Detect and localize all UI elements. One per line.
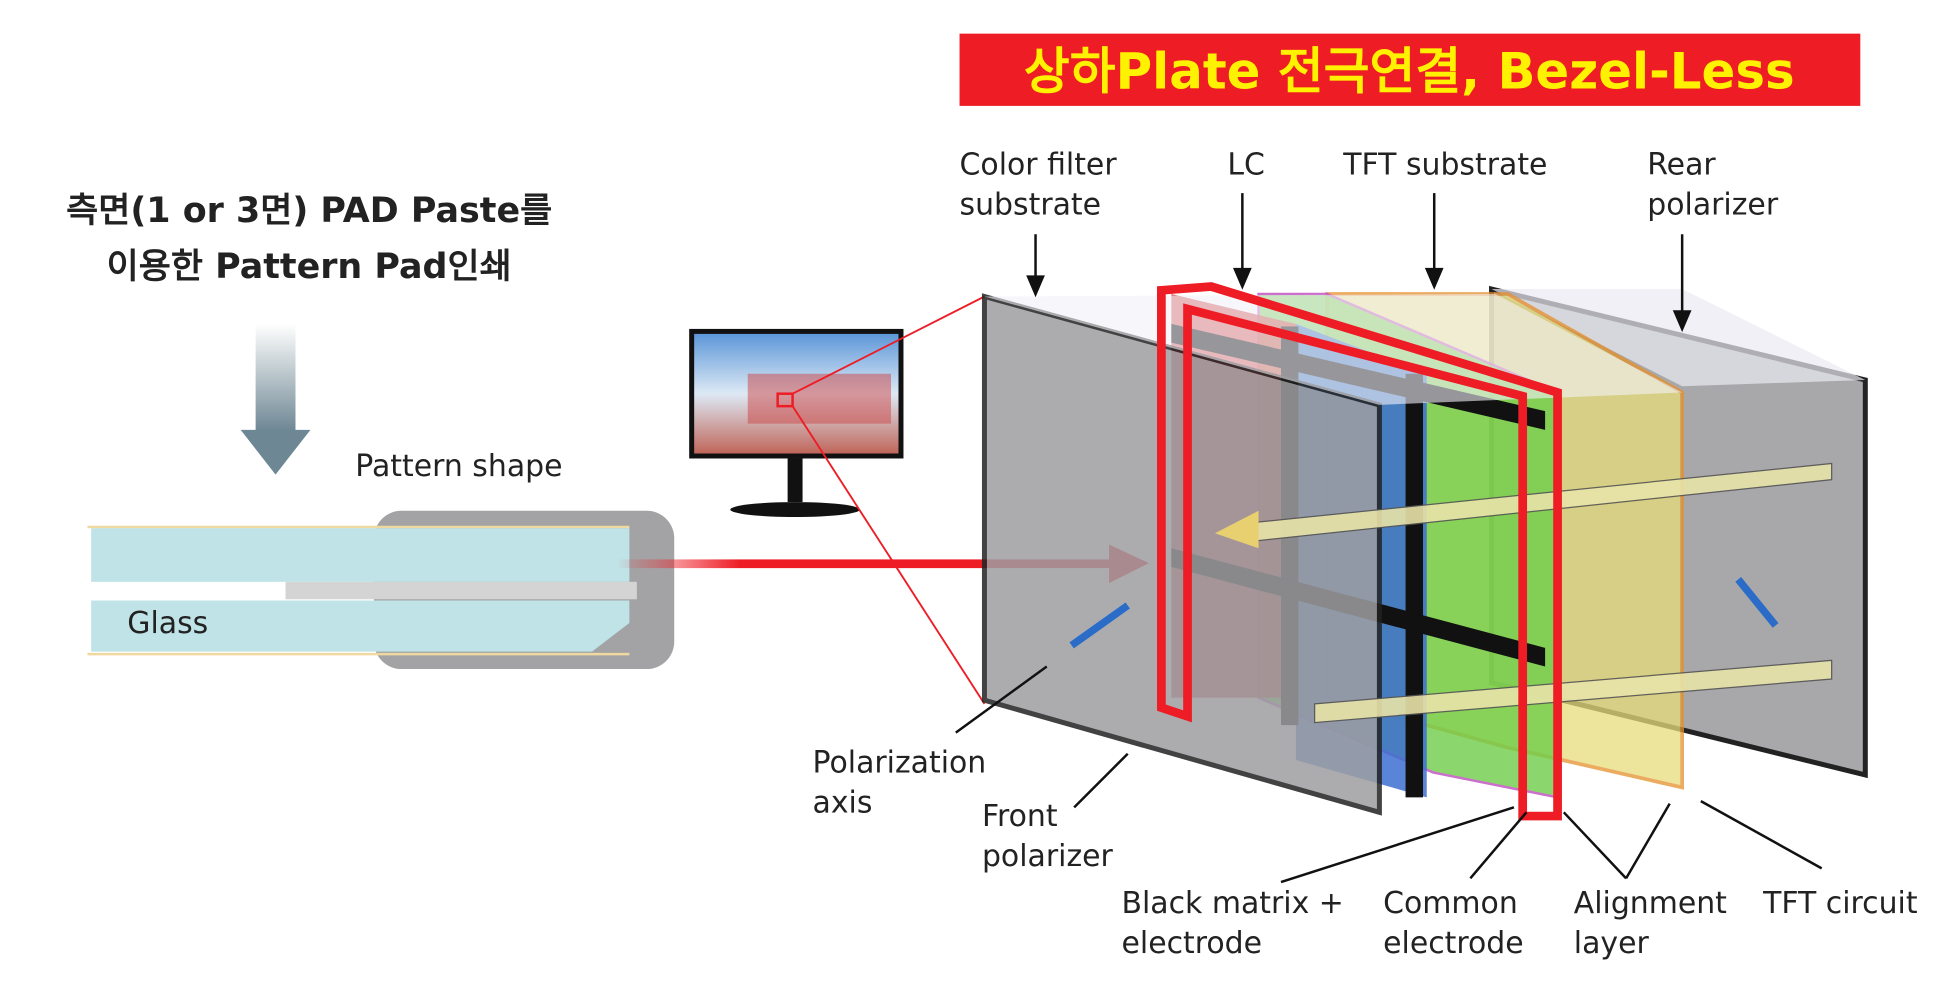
glass-label: Glass <box>127 606 208 641</box>
label-common-2: electrode <box>1383 926 1524 961</box>
pattern-shape-label: Pattern shape <box>355 449 562 484</box>
electrode-connection-highlight <box>1157 282 1562 821</box>
label-alignment: Alignment <box>1574 886 1727 921</box>
label-rear: Rear <box>1647 147 1716 182</box>
label-tft-circuit: TFT circuit <box>1762 886 1917 921</box>
label-common: Common <box>1383 886 1518 921</box>
label-lc: LC <box>1227 147 1265 182</box>
label-polarization-2: axis <box>813 785 873 820</box>
caption-line2: 이용한 Pattern Pad인쇄 <box>107 247 512 287</box>
label-front: Front <box>982 799 1058 834</box>
label-alignment-2: layer <box>1574 926 1650 961</box>
bottom-callout-arrows <box>955 665 1823 884</box>
polarization-axis-icon <box>1069 576 1779 649</box>
caption-line1: 측면(1 or 3면) PAD Paste를 <box>66 191 552 231</box>
label-polarization: Polarization <box>813 745 987 780</box>
label-color-filter: Color filter <box>960 147 1118 182</box>
label-black-matrix: Black matrix + <box>1122 886 1344 921</box>
label-black-matrix-2: electrode <box>1122 926 1263 961</box>
label-color-filter-2: substrate <box>960 187 1102 222</box>
monitor-icon <box>689 328 904 518</box>
glass-cross-section <box>87 510 675 670</box>
banner-title: 상하Plate 전극연결, Bezel-Less <box>1024 42 1795 100</box>
light-path-bottom <box>1313 659 1833 724</box>
label-front-2: polarizer <box>982 839 1114 874</box>
top-callout-arrows <box>1026 193 1692 333</box>
label-rear-2: polarizer <box>1647 187 1779 222</box>
label-tft-substrate: TFT substrate <box>1342 147 1547 182</box>
light-arrowhead-icon <box>1214 510 1259 549</box>
title-banner <box>959 33 1861 106</box>
down-arrow-icon <box>240 323 311 475</box>
